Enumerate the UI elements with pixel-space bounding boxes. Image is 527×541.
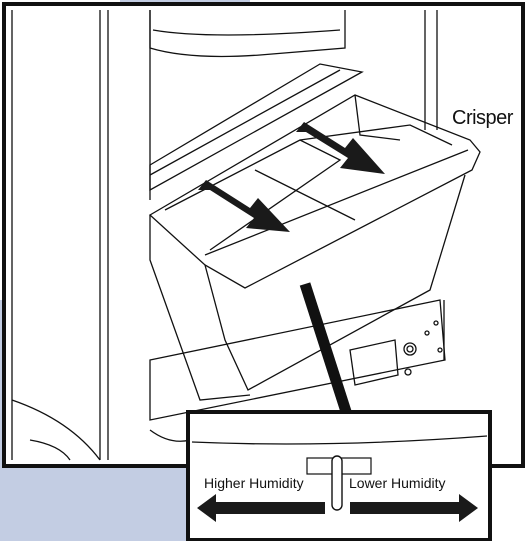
slider-knob bbox=[332, 456, 342, 510]
higher-humidity-label: Higher Humidity bbox=[204, 476, 304, 490]
lower-humidity-label: Lower Humidity bbox=[349, 476, 445, 490]
crisper-label: Crisper bbox=[452, 108, 513, 128]
